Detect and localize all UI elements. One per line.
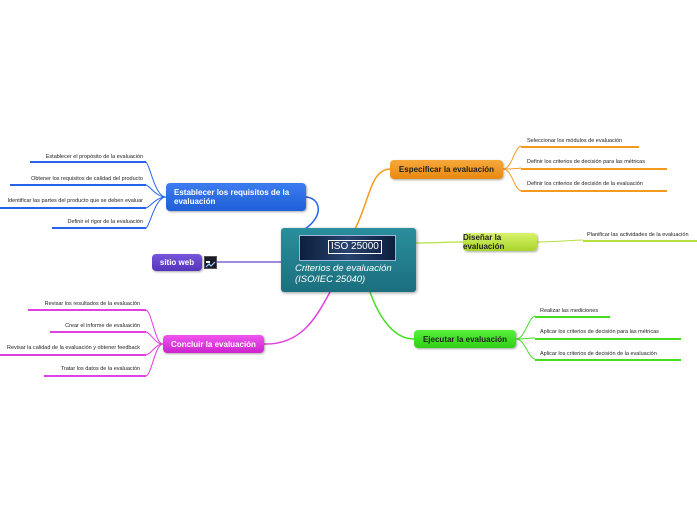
leaf-concluir-1[interactable]: Crear el informe de evaluación <box>65 323 140 330</box>
branch-label: Diseñar la evaluación <box>463 233 537 251</box>
leaf-underline <box>52 227 146 229</box>
branch-establecer-requisitos[interactable]: Establecer los requisitos de la evaluaci… <box>166 183 306 211</box>
leaf-underline <box>521 168 667 170</box>
leaf-especificar-2[interactable]: Definir los criterios de decisión de la … <box>527 181 643 188</box>
leaf-underline <box>30 161 146 163</box>
branch-especificar-evaluacion[interactable]: Especificar la evaluación <box>390 160 503 179</box>
link-icon-graphic <box>205 259 216 270</box>
branch-label: Establecer los requisitos de la evaluaci… <box>174 188 298 206</box>
leaf-underline <box>521 146 639 148</box>
leaf-concluir-0[interactable]: Revisar los resultados de la evaluación <box>45 301 140 308</box>
branch-ejecutar-evaluacion[interactable]: Ejecutar la evaluación <box>414 330 516 348</box>
central-topic-title: Criterios de evaluación (ISO/IEC 25040) <box>295 263 415 285</box>
leaf-underline <box>10 184 146 186</box>
branch-disenar-evaluacion[interactable]: Diseñar la evaluación <box>463 233 537 251</box>
leaf-disenar-0[interactable]: Planificar las actividades de la evaluac… <box>587 232 689 239</box>
leaf-concluir-2[interactable]: Revisar la calidad de la evaluación y ob… <box>7 345 140 352</box>
leaf-underline <box>50 331 146 333</box>
link-icon[interactable] <box>204 256 217 269</box>
leaf-especificar-1[interactable]: Definir los criterios de decisión para l… <box>527 159 645 166</box>
leaf-underline <box>535 338 681 340</box>
leaf-concluir-3[interactable]: Tratar los datos de la evaluación <box>61 366 140 373</box>
leaf-establecer-0[interactable]: Establecer el propósito de la evaluación <box>46 154 143 161</box>
branch-label: Especificar la evaluación <box>399 165 494 174</box>
branch-sitio-web[interactable]: sitio web <box>152 254 202 271</box>
leaf-establecer-2[interactable]: Identificar las partes del producto que … <box>8 198 143 205</box>
leaf-underline <box>535 359 681 361</box>
leaf-ejecutar-0[interactable]: Realizar las mediciones <box>540 308 598 315</box>
leaf-underline <box>0 354 146 356</box>
branch-label: Concluir la evaluación <box>171 340 256 349</box>
leaf-ejecutar-2[interactable]: Aplicar los criterios de decisión de la … <box>540 351 657 358</box>
leaf-especificar-0[interactable]: Seleccionar los módulos de evaluación <box>527 138 622 145</box>
leaf-underline <box>535 316 610 318</box>
leaf-underline <box>0 207 146 209</box>
branch-concluir-evaluacion[interactable]: Concluir la evaluación <box>163 335 264 353</box>
leaf-underline <box>28 309 146 311</box>
leaf-ejecutar-1[interactable]: Aplicar los criterios de decisión para l… <box>540 329 659 336</box>
branch-label: Ejecutar la evaluación <box>423 335 507 344</box>
leaf-establecer-1[interactable]: Obtener los requisitos de calidad del pr… <box>31 176 143 183</box>
iso-25000-logo: ISO 25000 <box>299 235 396 261</box>
branch-label: sitio web <box>160 258 194 267</box>
central-topic[interactable]: ISO 25000 Criterios de evaluación (ISO/I… <box>281 228 416 292</box>
leaf-establecer-3[interactable]: Definir el rigor de la evaluación <box>67 219 143 226</box>
leaf-underline <box>521 190 667 192</box>
leaf-underline <box>583 240 697 242</box>
logo-text: ISO 25000 <box>328 240 382 254</box>
leaf-underline <box>44 375 146 377</box>
